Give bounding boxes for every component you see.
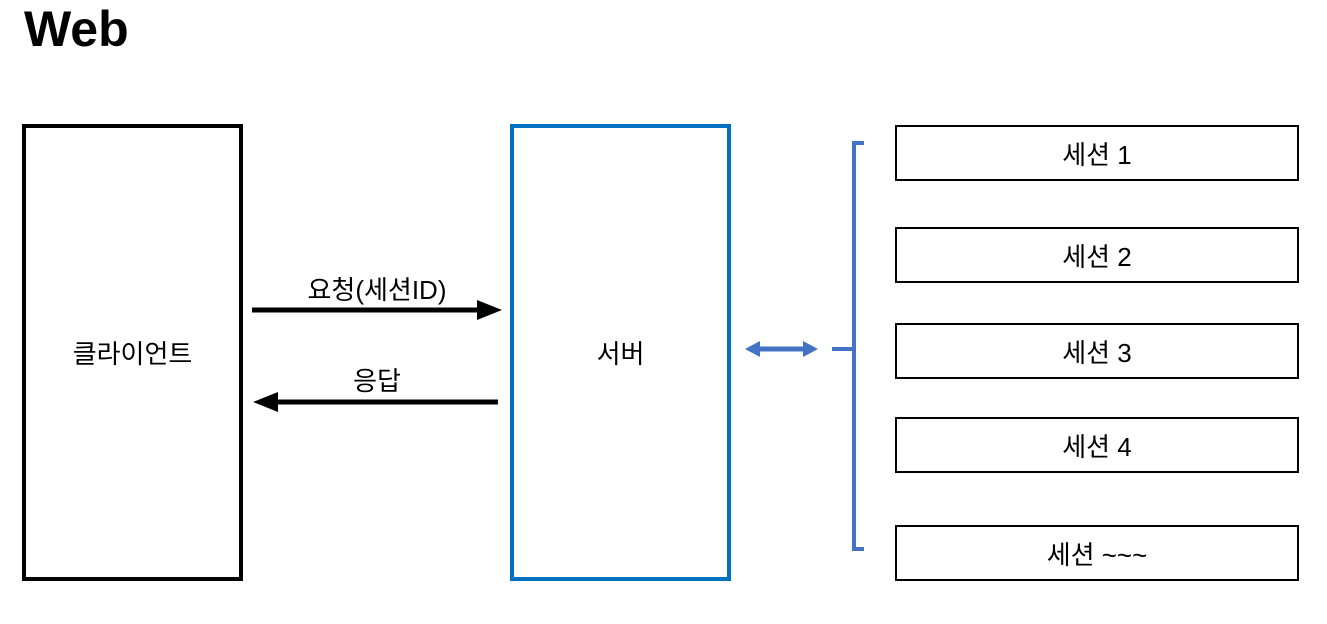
- double-arrow-icon: [745, 341, 818, 357]
- client-label: 클라이언트: [72, 339, 193, 369]
- session-label: 세션 3: [1062, 337, 1132, 368]
- session-box-1: 세션 1: [895, 125, 1299, 181]
- session-label: 세션 2: [1062, 241, 1132, 272]
- left-brace-icon: [832, 141, 864, 551]
- session-box-2: 세션 2: [895, 227, 1299, 283]
- response-arrow-label: 응답: [353, 366, 401, 396]
- page-title: Web: [24, 1, 129, 57]
- double-arrow-right-head: [803, 341, 818, 357]
- session-label: 세션 1: [1062, 139, 1132, 170]
- right-arrow-head: [477, 300, 502, 320]
- server-box: 서버: [510, 124, 731, 581]
- left-arrow-head: [253, 392, 278, 412]
- session-label: 세션 4: [1062, 431, 1132, 462]
- client-box: 클라이언트: [22, 124, 243, 581]
- left-brace-spine: [852, 141, 864, 551]
- session-box-3: 세션 3: [895, 323, 1299, 379]
- session-label: 세션 ~~~: [1046, 539, 1148, 570]
- double-arrow-left-head: [745, 341, 760, 357]
- server-label: 서버: [596, 339, 645, 369]
- request-arrow-label: 요청(세션ID): [307, 275, 447, 305]
- session-box-5: 세션 ~~~: [895, 525, 1299, 581]
- session-box-4: 세션 4: [895, 417, 1299, 473]
